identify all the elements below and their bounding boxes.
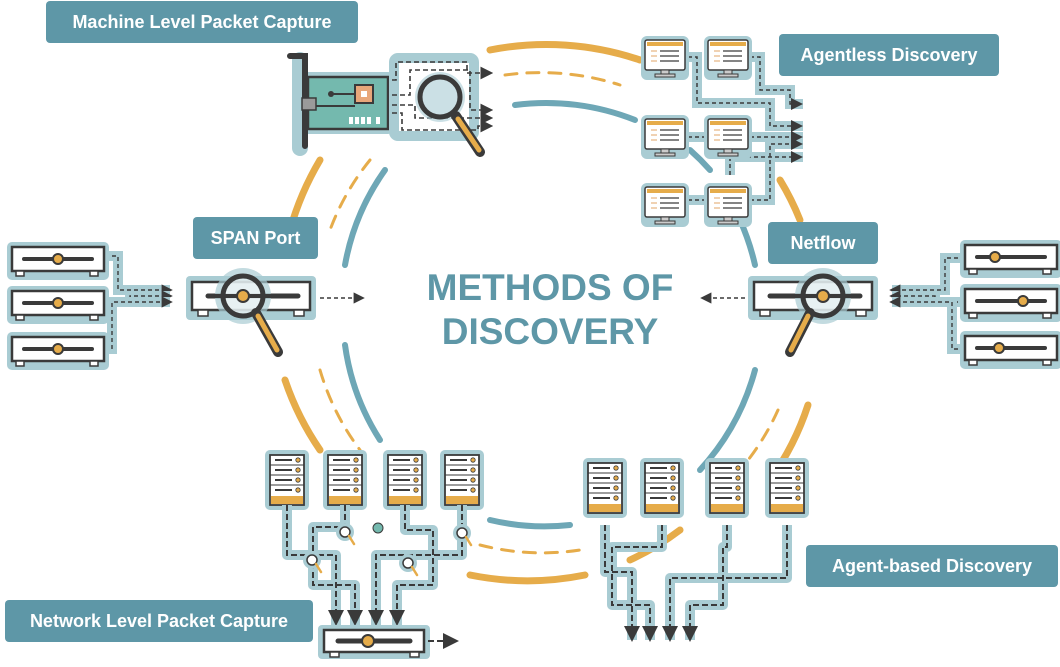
network-switch-icon [7, 286, 109, 324]
desktop-monitor-icon [641, 36, 689, 80]
server-rack-icon [705, 458, 749, 518]
span-port-switch-icon [186, 268, 365, 357]
title-line-1: METHODS OF [426, 267, 674, 308]
agentless-monitors-group [641, 36, 803, 227]
span-source-switches [7, 242, 173, 370]
network-capture-server-racks [265, 450, 484, 510]
server-rack-icon [383, 450, 427, 510]
server-rack-icon [765, 458, 809, 518]
network-switch-icon [960, 331, 1060, 369]
label-agent-based-discovery: Agent-based Discovery [806, 545, 1058, 587]
desktop-monitor-icon [641, 115, 689, 159]
tap-magnifier-icon [453, 524, 473, 547]
network-switch-icon [960, 240, 1060, 278]
server-rack-icon [583, 458, 627, 518]
network-switch-icon [960, 284, 1060, 322]
server-rack-icon [640, 458, 684, 518]
desktop-monitor-icon [704, 115, 752, 159]
desktop-monitor-icon [641, 183, 689, 227]
diagram-title: METHODS OF DISCOVERY [380, 266, 720, 354]
server-rack-icon [440, 450, 484, 510]
tap-magnifier-icon [336, 523, 356, 546]
network-switch-icon [7, 332, 109, 370]
magnifier-icon [415, 72, 485, 157]
netflow-router-icon [700, 268, 878, 357]
tap-magnifier-icon [399, 554, 419, 577]
network-switch-icon [7, 242, 109, 280]
label-netflow: Netflow [768, 222, 878, 264]
desktop-monitor-icon [704, 36, 752, 80]
label-machine-level-packet-capture: Machine Level Packet Capture [46, 1, 358, 43]
server-rack-icon [265, 450, 309, 510]
network-card-icon [287, 52, 494, 156]
agent-based-wiring [600, 525, 792, 642]
network-capture-wiring [282, 505, 473, 659]
tap-magnifier-icon [303, 551, 323, 574]
title-line-2: DISCOVERY [441, 311, 659, 352]
server-rack-icon [323, 450, 367, 510]
label-network-level-packet-capture: Network Level Packet Capture [5, 600, 313, 642]
agent-based-server-racks [583, 458, 809, 518]
netflow-source-switches [889, 240, 1060, 369]
desktop-monitor-icon [704, 183, 752, 227]
label-span-port: SPAN Port [193, 217, 318, 259]
label-agentless-discovery: Agentless Discovery [779, 34, 999, 76]
